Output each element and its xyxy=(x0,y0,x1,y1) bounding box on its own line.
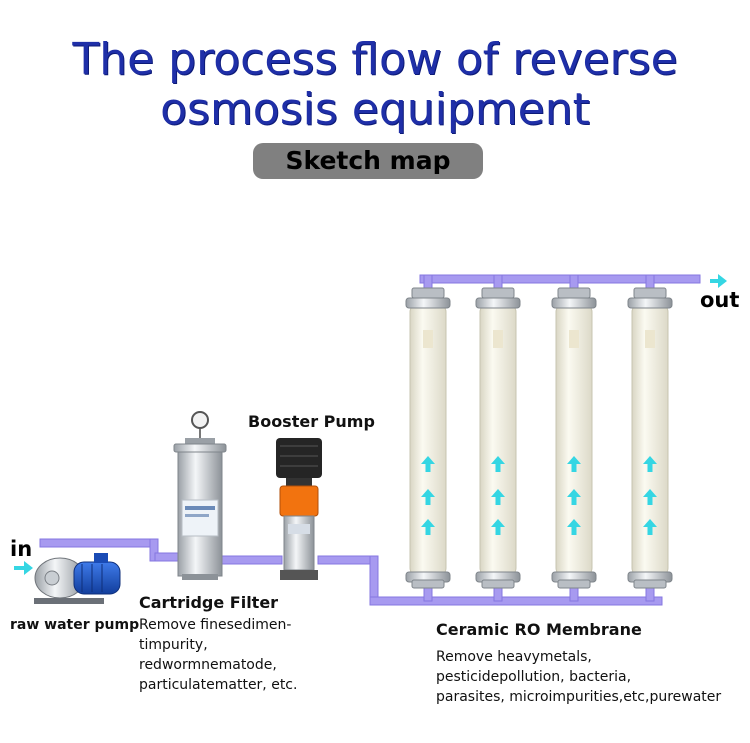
ro-membrane-vessel-icon xyxy=(551,287,597,589)
membrane-desc-line: Remove heavymetals, xyxy=(436,649,592,665)
vertical-booster-pump-icon xyxy=(276,438,322,580)
pipe-network xyxy=(39,274,701,606)
membrane-desc-line: pesticidepollution, bacteria, xyxy=(436,669,632,685)
pipe-pump-riser xyxy=(149,538,159,562)
raw-water-pump-label: raw water pump xyxy=(10,617,140,633)
inlet-label: in xyxy=(10,537,33,561)
membrane-description: Remove heavymetals, pesticidepollution, … xyxy=(436,647,721,707)
cartridge-desc-line: redwormnematode, xyxy=(139,657,277,673)
cartridge-filter-description: Remove finesedimen- timpurity, redwormne… xyxy=(139,615,297,695)
cartridge-desc-line: Remove finesedimen- xyxy=(139,617,292,633)
pipe-booster-out xyxy=(317,555,375,565)
membrane-desc-line: parasites, microimpurities,etc,purewater xyxy=(436,689,722,705)
flow-arrow-icon xyxy=(14,561,33,575)
cartridge-desc-line: particulatematter, etc. xyxy=(139,677,298,693)
flow-arrow-icon xyxy=(710,274,727,288)
pipe-bottom-manifold xyxy=(369,596,663,606)
title-line-1: The process flow of reverse xyxy=(72,34,678,85)
membrane-title: Ceramic RO Membrane xyxy=(436,620,642,639)
outlet-label: out xyxy=(700,288,740,312)
pipe-inlet xyxy=(39,538,159,548)
cartridge-desc-line: timpurity, xyxy=(139,637,208,653)
ro-membrane-vessel-icon xyxy=(475,287,521,589)
pipe-filter-to-booster xyxy=(221,555,283,565)
subtitle-badge: Sketch map xyxy=(253,143,483,179)
ro-membrane-vessel-icon xyxy=(627,287,673,589)
ro-membrane-array xyxy=(405,287,673,589)
ro-membrane-vessel-icon xyxy=(405,287,451,589)
title-line-2: osmosis equipment xyxy=(160,84,590,135)
pipe-top-manifold xyxy=(419,274,701,284)
cartridge-filter-icon xyxy=(173,411,227,580)
cartridge-filter-title: Cartridge Filter xyxy=(139,593,279,612)
centrifugal-pump-icon xyxy=(34,553,121,604)
booster-pump-label: Booster Pump xyxy=(248,412,375,431)
